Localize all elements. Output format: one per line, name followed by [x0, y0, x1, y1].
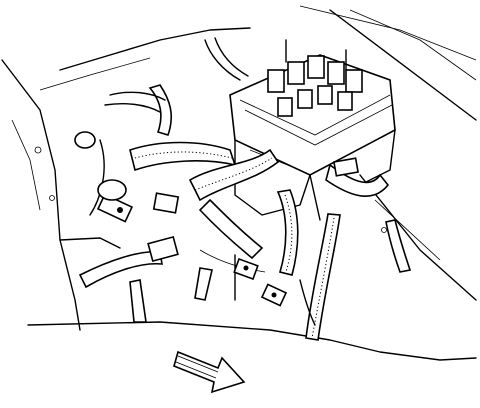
wiring-harness-icon [78, 37, 412, 341]
fuse-relay-block-icon [229, 39, 396, 221]
connector-icon [74, 131, 359, 307]
body-panel-outline [1, 5, 477, 361]
direction-arrow-icon [173, 350, 246, 394]
